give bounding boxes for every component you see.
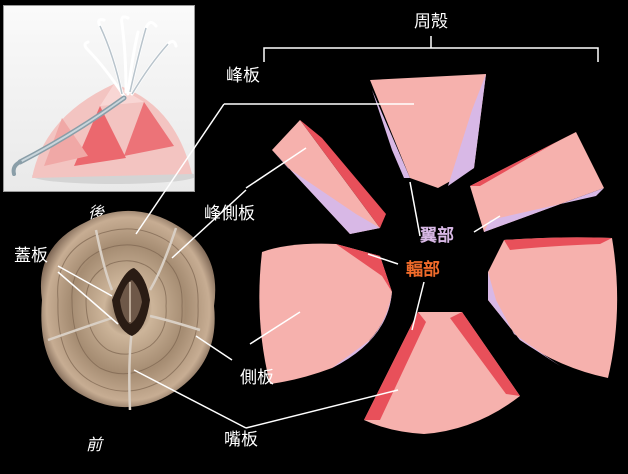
label-radius: 輻部 bbox=[406, 262, 440, 279]
plate-carinolateral-left bbox=[272, 120, 386, 234]
label-shell-wall: 周殻 bbox=[414, 14, 448, 31]
label-operculum: 蓋板 bbox=[14, 248, 48, 265]
label-lateral: 側板 bbox=[240, 370, 274, 387]
plate-carinolateral-right bbox=[470, 132, 604, 232]
label-ala: 翼部 bbox=[420, 228, 454, 245]
shell-wall-bracket bbox=[264, 48, 598, 62]
label-carina: 峰板 bbox=[226, 68, 260, 85]
plate-rostrum bbox=[364, 312, 520, 434]
label-front: 前 bbox=[86, 437, 102, 453]
label-carinolateral: 峰側板 bbox=[204, 206, 255, 223]
plate-lateral-right bbox=[488, 237, 617, 378]
label-rostrum: 嘴板 bbox=[224, 432, 258, 449]
barnacle-shell-photo bbox=[41, 211, 215, 410]
plate-lateral-left bbox=[259, 244, 392, 384]
plate-carina bbox=[370, 74, 486, 188]
